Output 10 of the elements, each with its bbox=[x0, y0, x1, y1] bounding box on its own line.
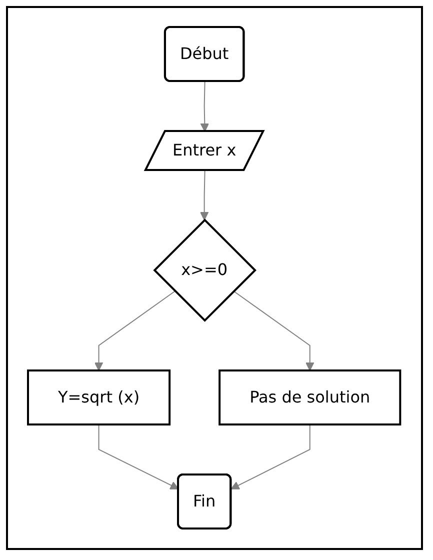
diagram-frame: Début Entrer x x>=0 Y=sqrt (x) Pas de solution Fin bbox=[6, 6, 423, 550]
arrow bbox=[94, 290, 176, 372]
arrow bbox=[231, 424, 311, 490]
node-diamond bbox=[154, 218, 257, 322]
arrow bbox=[200, 170, 210, 221]
arrow bbox=[234, 290, 315, 372]
node-box bbox=[27, 370, 171, 426]
node-box bbox=[218, 370, 402, 426]
arrow bbox=[98, 424, 180, 490]
arrow bbox=[200, 81, 210, 132]
